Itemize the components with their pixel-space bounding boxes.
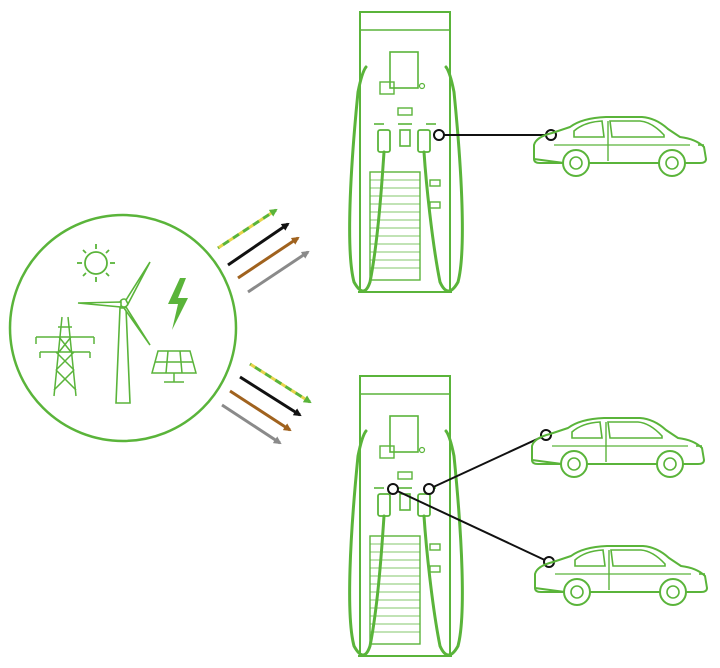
power-lines-upper	[217, 208, 310, 294]
energy-sources	[8, 213, 238, 443]
gray-power-line	[221, 403, 282, 445]
earth-line-green	[249, 362, 312, 404]
charging-station-icon	[348, 10, 464, 294]
lightning-bolt-icon	[168, 278, 188, 330]
car-icon	[534, 545, 708, 606]
energy-circle	[8, 213, 238, 443]
connector-node	[423, 483, 435, 495]
power-lines-lower	[221, 362, 312, 445]
solar-panel-icon	[151, 350, 197, 383]
black-power-line	[227, 222, 290, 267]
wind-turbine-icon	[77, 261, 151, 404]
brown-power-line	[229, 389, 292, 432]
power-pylon-icon	[35, 316, 95, 397]
connection-line	[428, 434, 547, 490]
car-icon	[533, 116, 707, 177]
black-power-line	[239, 375, 302, 417]
gray-power-line	[247, 250, 310, 294]
earth-line-green	[217, 208, 278, 250]
connector-node	[387, 483, 399, 495]
connector-node	[433, 129, 445, 141]
brown-power-line	[237, 236, 300, 280]
car-icon	[531, 417, 705, 478]
charge-connections	[387, 129, 557, 568]
sun-icon	[77, 244, 115, 282]
charging-station-icon	[348, 374, 464, 658]
connection-line	[392, 488, 550, 563]
